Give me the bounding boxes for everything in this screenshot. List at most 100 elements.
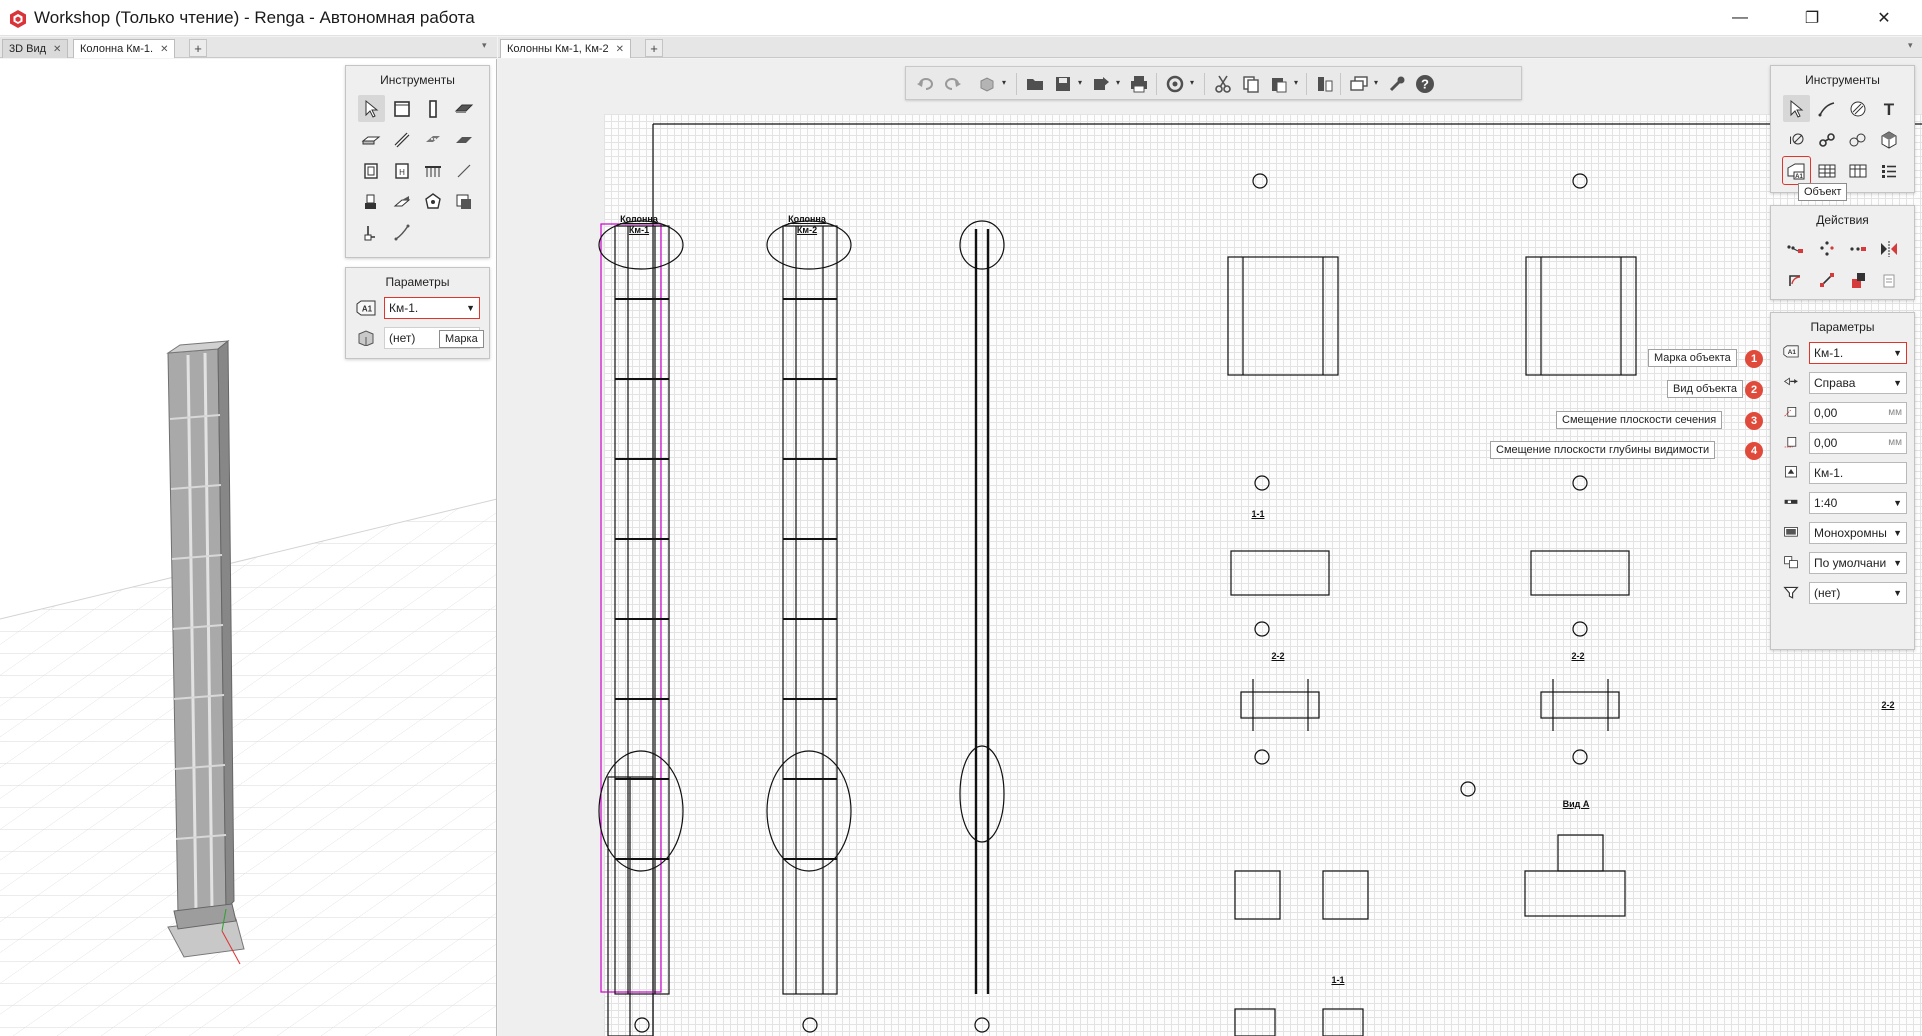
link-icon[interactable] [1814,126,1841,153]
door-icon[interactable] [358,157,385,184]
object-view-icon[interactable]: A1 [1781,156,1811,185]
line-icon[interactable] [451,157,478,184]
chevron-down-icon[interactable]: ▾ [1002,78,1007,87]
select-arrow-icon[interactable] [1782,95,1810,122]
drawing-viewport[interactable]: Колонна Км-1 Колонна Км-2 1-1 2-2 2-2 Ви… [498,59,1922,1036]
add-tab-button[interactable]: + [645,39,663,57]
param-dropdown[interactable]: Монохромны▼ [1809,522,1907,544]
minimize-button[interactable]: — [1732,9,1748,26]
close-button[interactable]: ✕ [1877,10,1891,27]
3d-viewport[interactable] [0,59,497,1036]
rebar-icon[interactable] [358,219,385,246]
chevron-down-icon: ▼ [1893,378,1902,388]
export-icon[interactable] [1090,73,1112,95]
brace-icon[interactable] [389,188,416,215]
add-tab-button[interactable]: + [189,39,207,57]
drawing-label: 1-1 [1251,509,1265,519]
chevron-down-icon[interactable]: ▾ [1294,78,1299,87]
param-value: 0,00 [1814,406,1838,420]
param-value: 1:40 [1814,496,1838,510]
settings-wrench-icon[interactable] [1386,73,1408,95]
line-style-icon[interactable] [1845,126,1872,153]
help-icon[interactable]: ? [1414,73,1436,95]
chevron-down-icon[interactable]: ▾ [1374,78,1379,87]
object-tooltip: Объект [1798,183,1848,201]
floor-plate-icon[interactable] [358,126,385,153]
delete-icon[interactable] [1845,266,1872,293]
param-dropdown[interactable]: Км-1.▼ [1809,342,1907,364]
array-icon[interactable] [1845,235,1872,262]
bolt-group-icon[interactable] [420,126,447,153]
param-dropdown[interactable]: 1:40 ▼ [1809,492,1907,514]
mirror-icon[interactable] [1876,235,1903,262]
layout-icon[interactable] [1314,73,1336,95]
column-3d-model [166,339,245,958]
tab-3d-view[interactable]: 3D Вид ✕ [2,39,69,58]
restore-button[interactable]: ❐ [1804,10,1820,27]
tab-label: 3D Вид [9,43,47,55]
table-icon[interactable] [1814,157,1841,184]
fastener-icon[interactable] [358,188,385,215]
tab-column-km1[interactable]: Колонна Км-1.✕ [73,39,176,58]
profile-icon[interactable] [389,219,416,246]
level-mark-icon[interactable]: I [1783,126,1810,153]
box-icon[interactable] [1876,126,1903,153]
copy-icon[interactable] [1814,235,1841,262]
text-icon[interactable]: T [1876,95,1903,122]
views-icon[interactable] [1348,73,1370,95]
toolbar-separator [1340,73,1341,95]
spec-icon[interactable] [1845,157,1872,184]
chevron-down-icon[interactable]: ▾ [1078,78,1083,87]
scale-icon [1781,495,1801,511]
tab-list-chevron-icon[interactable]: ▾ [1908,40,1913,50]
mark-dropdown[interactable]: Км-1.▼ [384,297,480,319]
chevron-down-icon[interactable]: ▾ [1116,78,1121,87]
plate-icon[interactable] [451,126,478,153]
print-icon[interactable] [1128,73,1150,95]
scale-icon[interactable] [1814,266,1841,293]
rotate-icon[interactable] [1783,266,1810,293]
connection-icon[interactable] [451,188,478,215]
param-dropdown[interactable]: Справа▼ [1809,372,1907,394]
window-icon[interactable]: H [389,157,416,184]
redo-icon[interactable] [942,73,964,95]
copy-icon[interactable] [1240,73,1262,95]
cut-icon[interactable] [1212,73,1234,95]
callout-label: Смещение плоскости глубины видимости [1490,441,1716,459]
param-input[interactable]: Км-1. [1809,462,1907,484]
sync-icon[interactable] [1164,73,1186,95]
chevron-down-icon: ▼ [1893,348,1902,358]
paste-icon[interactable] [1876,266,1903,293]
select-arrow-icon[interactable] [357,95,385,122]
dimension-icon[interactable] [1814,95,1841,122]
beam-icon[interactable] [389,126,416,153]
fill-hatch-icon[interactable] [1845,95,1872,122]
gear-element-icon[interactable] [420,188,447,215]
param-dropdown[interactable]: По умолчани▼ [1809,552,1907,574]
3d-view-icon[interactable] [976,73,998,95]
railing-icon[interactable] [420,157,447,184]
wall-icon[interactable] [389,95,416,122]
column-icon[interactable] [420,95,447,122]
drawing-label: 2-2 [1881,700,1895,710]
param-dropdown[interactable]: (нет)▼ [1809,582,1907,604]
paste-icon[interactable] [1268,73,1290,95]
move-icon[interactable] [1783,235,1810,262]
tab-close-icon[interactable]: ✕ [160,44,169,55]
slab-icon[interactable] [451,95,478,122]
chevron-down-icon[interactable]: ▾ [1190,78,1195,87]
open-folder-icon[interactable] [1024,73,1046,95]
list-icon[interactable] [1876,157,1903,184]
tab-columns-sheet[interactable]: Колонны Км-1, Км-2✕ [500,39,632,58]
param-row: (нет)▼ [1771,578,1914,608]
save-icon[interactable] [1052,73,1074,95]
panel-title: Параметры [1810,320,1875,334]
undo-icon[interactable] [914,73,936,95]
chevron-down-icon: ▼ [1893,498,1902,508]
tab-close-icon[interactable]: ✕ [53,44,62,55]
tab-list-chevron-icon[interactable]: ▾ [482,40,487,50]
tab-close-icon[interactable]: ✕ [615,44,625,55]
